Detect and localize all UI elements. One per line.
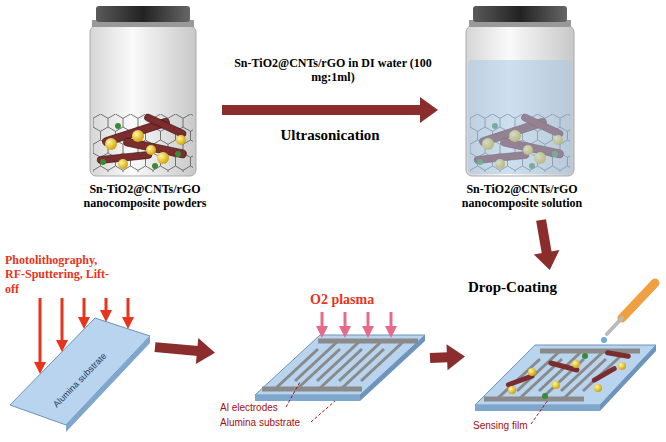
process-stage: Drop-CoatingSensing film (465, 270, 663, 435)
arrow-shaft (430, 352, 448, 363)
cnt-tube (605, 350, 631, 359)
electrode-substrate (255, 312, 425, 422)
substrate-label: Alumina substrate (51, 350, 109, 409)
substrate-top (255, 335, 425, 395)
arrow-shaft (155, 347, 198, 351)
plasma-arrow (390, 312, 393, 326)
callout-label: Sensing film (473, 420, 527, 432)
leader-line (531, 400, 548, 424)
substrate-top (10, 318, 150, 425)
leader-line (286, 382, 300, 407)
process-arrow (222, 97, 438, 123)
electrode-fingers (484, 351, 640, 399)
process-stage: O2 plasma Al electrodesAlumina substrate (215, 290, 430, 435)
sensing-film (505, 350, 631, 399)
jar-caption: Sn-TiO2@CNTs/rGO nanocomposite powders (70, 182, 220, 211)
plasma-arrow (344, 312, 347, 326)
sn-tio2-particle (552, 381, 560, 389)
al-electrodes (262, 341, 418, 389)
pipette-tip (607, 318, 622, 334)
pipette-body (622, 283, 655, 318)
pipette (601, 283, 655, 343)
sn-tio2-particle (508, 386, 516, 394)
substrate-side (475, 405, 600, 411)
arrow-shaft (222, 105, 421, 115)
arrow-head (534, 250, 560, 270)
sensor-device (475, 283, 656, 424)
sn-tio2-particle (594, 384, 602, 392)
jar-caption: Sn-TiO2@CNTs/rGO nanocomposite solution (440, 182, 604, 211)
arrow-label: Ultrasonication (278, 126, 383, 144)
jar-body (90, 26, 196, 176)
particle (582, 353, 588, 359)
nanocomposite-powder (93, 113, 193, 172)
callout-label: Alumina substrate (220, 417, 300, 429)
jar-cap (96, 6, 190, 22)
arrow-head (420, 97, 438, 123)
solution-jar (466, 6, 574, 176)
jar-cap (473, 6, 567, 22)
plasma-arrow (321, 312, 324, 326)
arrow-head (446, 344, 465, 370)
deposition-arrow (127, 298, 130, 317)
jar-body (466, 26, 574, 176)
step-label: Drop-Coating (468, 278, 557, 296)
sn-tio2-particle (572, 360, 580, 368)
deposition-arrow (105, 298, 108, 310)
deposition-arrow (39, 298, 42, 362)
process-arrow (430, 344, 465, 370)
step-label: O2 plasma (310, 292, 374, 309)
arrow-head (196, 338, 215, 364)
powder-jar (90, 6, 196, 176)
callout-label: Al electrodes (220, 402, 278, 414)
substrate-side (360, 335, 425, 401)
arrow-note: Sn-TiO2@CNTs/rGO in DI water (100 mg:1ml… (228, 56, 438, 85)
cnt-tube (591, 365, 618, 383)
cnt-tube (548, 360, 580, 373)
substrate-side (600, 345, 656, 411)
droplet (601, 337, 607, 343)
sn-tio2-particle (528, 368, 536, 376)
leader-line (311, 401, 335, 422)
plasma-arrow (367, 312, 370, 326)
process-stage: Sn-TiO2@CNTs/rGO nanocomposite solution (438, 0, 606, 220)
substrate-side (255, 395, 360, 401)
al-electrodes (484, 351, 640, 399)
arrow-shaft (541, 220, 547, 253)
di-water (468, 60, 572, 174)
process-arrow (534, 220, 560, 270)
process-arrow (155, 338, 215, 364)
sn-tio2-particle (618, 362, 626, 370)
process-stage: Photolithography, RF-Sputtering, Lift-of… (0, 245, 155, 435)
deposition-arrow (61, 298, 64, 340)
alumina-substrate-bare (10, 298, 150, 432)
process-stage: Sn-TiO2@CNTs/rGO nanocomposite powders (68, 0, 222, 220)
particle (542, 393, 548, 399)
deposition-arrow (83, 298, 86, 317)
step-label: Photolithography, RF-Sputtering, Lift-of… (5, 253, 117, 296)
